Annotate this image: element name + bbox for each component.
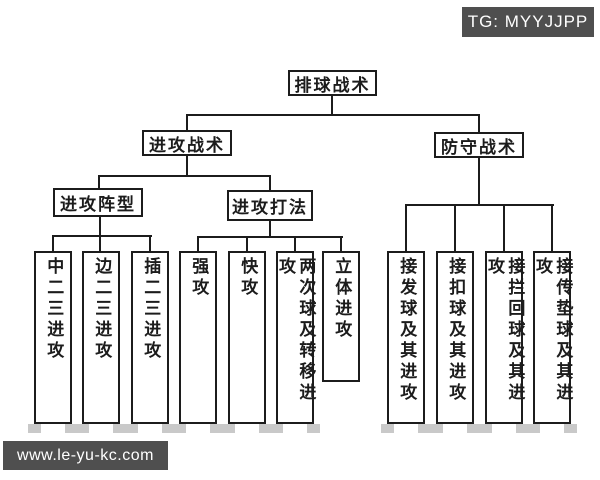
node-label: 接扣球及其进攻: [446, 257, 466, 404]
connector-line: [186, 114, 188, 130]
node-power-attack: 强攻: [173, 251, 223, 433]
node-pass-dig-receive-attack: 接传垫球及其进攻: [527, 251, 577, 433]
connector-line: [551, 204, 553, 251]
connector-line: [478, 158, 480, 205]
node-defense-tactics: 防守战术: [434, 132, 524, 158]
connector-line: [186, 114, 480, 116]
connector-line: [331, 96, 333, 116]
node-volleyball-tactics: 排球战术: [288, 70, 377, 96]
connector-line: [246, 236, 248, 251]
telegram-watermark-badge: TG: MYYJJPP: [462, 7, 594, 37]
node-offense-tactics: 进攻战术: [142, 130, 232, 156]
node-quick-attack: 快攻: [222, 251, 272, 433]
node-label: 接拦回球及其进攻: [485, 257, 525, 404]
connector-line: [197, 236, 343, 238]
node-label: 强攻: [189, 257, 209, 299]
node-block-rebound-receive-attack: 接拦回球及其进攻: [479, 251, 529, 433]
connector-line: [269, 221, 271, 237]
node-label: 快攻: [238, 257, 258, 299]
node-spike-receive-attack: 接扣球及其进攻: [430, 251, 480, 433]
node-insert-2-3-attack: 插二三进攻: [125, 251, 175, 433]
node-label: 插二三进攻: [141, 257, 161, 362]
connector-line: [52, 235, 54, 251]
node-middle-2-3-attack: 中二三进攻: [28, 251, 78, 433]
node-serve-receive-attack: 接发球及其进攻: [381, 251, 431, 433]
connector-line: [478, 114, 480, 132]
connector-line: [197, 236, 199, 251]
node-offense-formation: 进攻阵型: [53, 188, 143, 217]
node-label: 中二三进攻: [44, 257, 64, 362]
connector-line: [98, 175, 271, 177]
node-label: 边二三进攻: [92, 257, 112, 362]
node-label: 接传垫球及其进攻: [533, 257, 573, 404]
website-watermark-badge: www.le-yu-kc.com: [3, 441, 168, 470]
connector-line: [186, 156, 188, 176]
connector-line: [294, 236, 296, 251]
node-second-ball-transfer-attack: 两次球及转移进攻: [270, 251, 320, 433]
connector-line: [99, 217, 101, 251]
node-label: 接发球及其进攻: [397, 257, 417, 404]
connector-line: [405, 204, 407, 251]
connector-line: [405, 204, 554, 206]
node-three-dimensional-attack: 立体进攻: [322, 251, 360, 382]
connector-line: [454, 204, 456, 251]
node-side-2-3-attack: 边二三进攻: [76, 251, 126, 433]
connector-line: [52, 235, 152, 237]
connector-line: [340, 236, 342, 251]
node-label: 立体进攻: [332, 257, 352, 341]
connector-line: [503, 204, 505, 251]
connector-line: [149, 235, 151, 251]
connector-line: [98, 175, 100, 188]
connector-line: [269, 175, 271, 190]
node-label: 两次球及转移进攻: [276, 257, 316, 404]
node-offense-playstyle: 进攻打法: [227, 190, 313, 221]
